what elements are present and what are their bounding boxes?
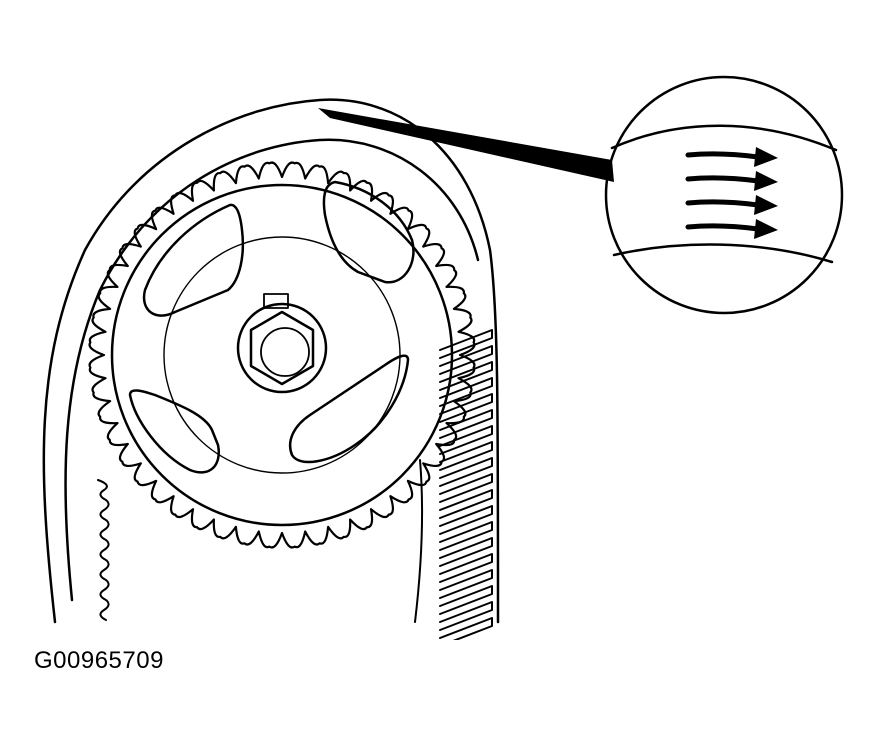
detail-circle [604,75,844,315]
sprocket-window [142,203,245,317]
timing-belt-diagram [42,75,844,640]
sprocket-window [322,180,415,284]
center-bolt [236,293,328,394]
belt-inner-edge [64,138,480,602]
belt-tooth [439,345,493,375]
belt-tooth [439,377,493,407]
bolt-top [260,327,310,377]
detail-leader [318,108,614,182]
belt-tooth-edge [97,479,110,621]
detail-belt-edge-bottom [612,243,834,264]
belt-teeth-left [97,479,110,621]
belt-tooth [439,537,493,567]
bolt-shank [263,293,289,309]
sprocket-teeth [88,161,476,549]
belt-tooth [439,601,493,631]
detail-belt-edge-top [610,124,838,152]
belt-tooth [439,505,493,535]
belt-tooth [439,361,493,391]
belt-teeth-right [414,329,493,640]
sprocket-hub-ring [163,236,401,474]
belt-tooth [439,425,493,455]
belt-tooth [439,409,493,439]
belt-inner-edge-right [414,459,424,623]
sprocket-window [128,389,221,474]
sprocket-outer-ring [110,183,454,527]
belt-tooth [439,585,493,615]
belt-tooth [439,553,493,583]
sprocket-window [288,354,410,464]
belt-tooth [439,569,493,599]
figure-id-label: G00965709 [34,647,164,674]
direction-arrow [685,171,778,191]
belt-tooth [439,617,493,640]
direction-arrow [685,219,778,239]
sprocket-windows [128,180,415,474]
belt-outer-outline [42,98,500,624]
belt-tooth [439,521,493,551]
direction-arrow [685,195,778,215]
rotation-direction-arrows [685,147,778,239]
bolt-washer [236,302,328,394]
belt-tooth [439,473,493,503]
belt-tooth [439,489,493,519]
belt-tooth [439,329,493,359]
direction-arrow [685,147,778,167]
detail-inset [604,75,844,315]
belt-tooth [439,441,493,471]
belt-tooth [439,457,493,487]
bolt-hex-head [249,310,315,386]
